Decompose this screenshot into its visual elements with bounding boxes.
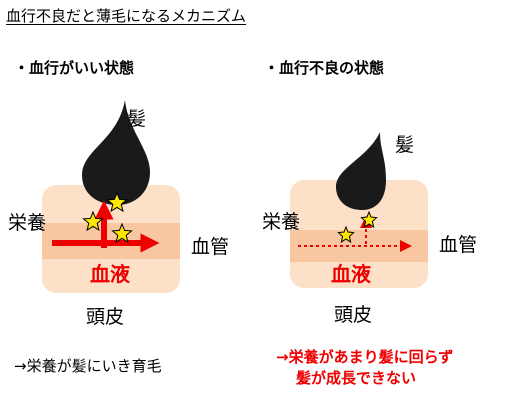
poor-note-line-1: →栄養があまり髪に回らず xyxy=(276,348,454,366)
blood-vessel-label: 血管 xyxy=(191,236,230,258)
poor-heading: ・血行不良の状態 xyxy=(264,59,385,77)
nutrition-label: 栄養 xyxy=(262,211,301,233)
nutrient-star xyxy=(360,210,378,229)
hair-label: 髪 xyxy=(395,134,415,156)
nutrient-star xyxy=(82,210,104,232)
blood-label: 血液 xyxy=(331,262,371,286)
hair-strand xyxy=(336,132,386,210)
nutrition-label: 栄養 xyxy=(8,212,47,234)
blood-vessel-label: 血管 xyxy=(439,234,478,256)
poor-diagram xyxy=(290,132,428,288)
scalp-label: 頭皮 xyxy=(334,304,373,326)
hair-label: 髪 xyxy=(127,108,147,130)
poor-note-line-2: 髪が成長できない xyxy=(296,369,417,387)
hair-strand xyxy=(82,100,150,205)
scalp-label: 頭皮 xyxy=(86,306,125,328)
blood-label: 血液 xyxy=(90,262,130,286)
healthy-note: →栄養が髪にいき育毛 xyxy=(14,357,162,375)
nutrient-star xyxy=(337,225,355,244)
nutrient-star xyxy=(111,222,133,244)
healthy-diagram xyxy=(42,100,180,293)
healthy-heading: ・血行がいい状態 xyxy=(14,59,135,77)
page-title: 血行不良だと薄毛になるメカニズム xyxy=(6,7,247,25)
nutrient-star xyxy=(106,191,128,213)
